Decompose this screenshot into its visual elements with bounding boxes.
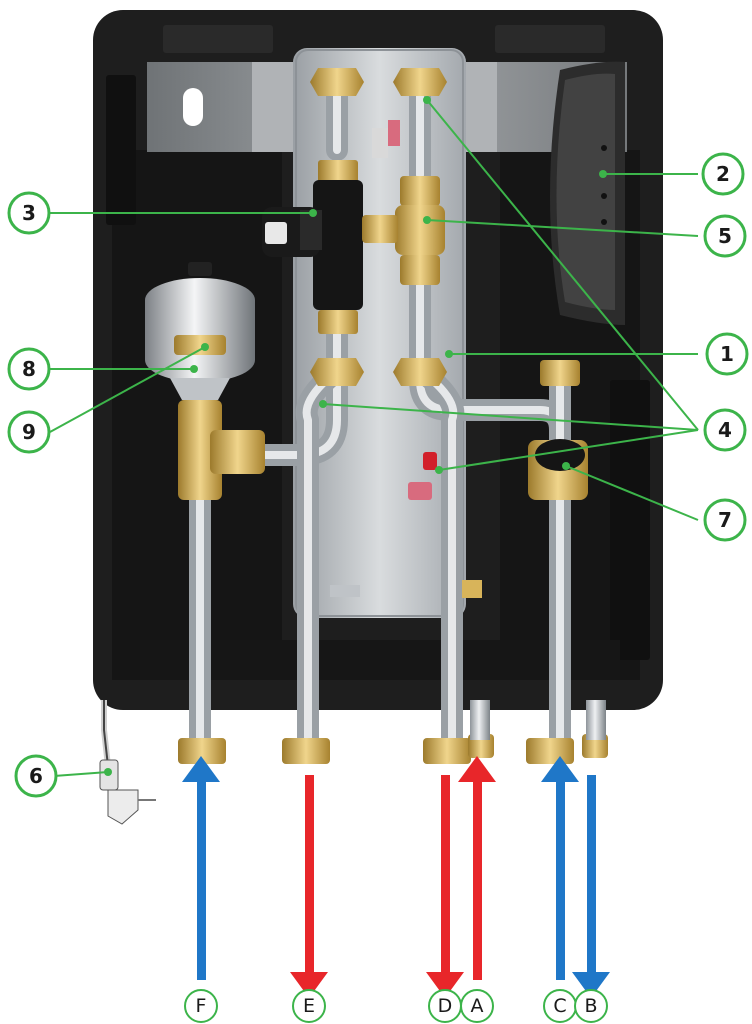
callout-4: 4 xyxy=(703,408,747,452)
callout-7: 7 xyxy=(703,498,747,542)
connection-nuts xyxy=(178,700,608,764)
port-F-label: F xyxy=(196,995,207,1017)
circulation-pump xyxy=(262,180,363,310)
leader-7 xyxy=(565,465,699,521)
callout-2: 2 xyxy=(701,152,745,196)
callout-leaders xyxy=(49,99,699,777)
flow-arrow-E xyxy=(290,775,328,998)
leader-4a xyxy=(426,99,699,431)
callout-8-label: 8 xyxy=(22,357,36,381)
port-E: E xyxy=(292,989,326,1023)
flow-arrow-A xyxy=(458,756,496,980)
leader-9 xyxy=(49,346,206,433)
flow-arrow-C xyxy=(541,756,579,980)
brass-tee xyxy=(174,335,265,500)
callout-5-label: 5 xyxy=(718,224,732,248)
port-E-label: E xyxy=(303,995,315,1017)
callout-2-label: 2 xyxy=(716,162,730,186)
port-A-label: A xyxy=(471,995,484,1017)
callout-4-label: 4 xyxy=(718,418,732,442)
flow-arrow-D xyxy=(426,775,464,998)
callout-9-label: 9 xyxy=(22,420,36,444)
leader-4b xyxy=(438,429,699,471)
port-C: C xyxy=(543,989,577,1023)
port-D: D xyxy=(428,989,462,1023)
leader-5 xyxy=(426,219,699,237)
leader-4c xyxy=(322,403,699,431)
port-C-label: C xyxy=(553,995,566,1017)
callout-7-label: 7 xyxy=(718,508,732,532)
callout-6: 6 xyxy=(14,754,58,798)
mixing-valve xyxy=(362,120,445,285)
power-plug xyxy=(99,700,156,825)
port-B-label: B xyxy=(584,995,597,1017)
callout-dots xyxy=(104,96,607,776)
callout-6-label: 6 xyxy=(29,764,43,788)
callout-3: 3 xyxy=(7,191,51,235)
callout-1: 1 xyxy=(705,332,749,376)
callout-3-label: 3 xyxy=(22,201,36,225)
flow-meter xyxy=(528,360,588,500)
port-D-label: D xyxy=(438,995,453,1017)
port-A: A xyxy=(460,989,494,1023)
leader-6 xyxy=(53,771,109,777)
callout-1-label: 1 xyxy=(720,342,734,366)
flow-arrow-B xyxy=(572,775,610,998)
callout-8: 8 xyxy=(7,347,51,391)
flow-arrow-F xyxy=(182,756,220,980)
port-B: B xyxy=(574,989,608,1023)
controller-unit xyxy=(550,61,625,326)
callout-5: 5 xyxy=(703,214,747,258)
temperature-sensors xyxy=(330,452,482,598)
callout-9: 9 xyxy=(7,410,51,454)
port-F: F xyxy=(184,989,218,1023)
brass-fittings xyxy=(310,68,447,386)
expansion-vessel xyxy=(145,262,255,400)
